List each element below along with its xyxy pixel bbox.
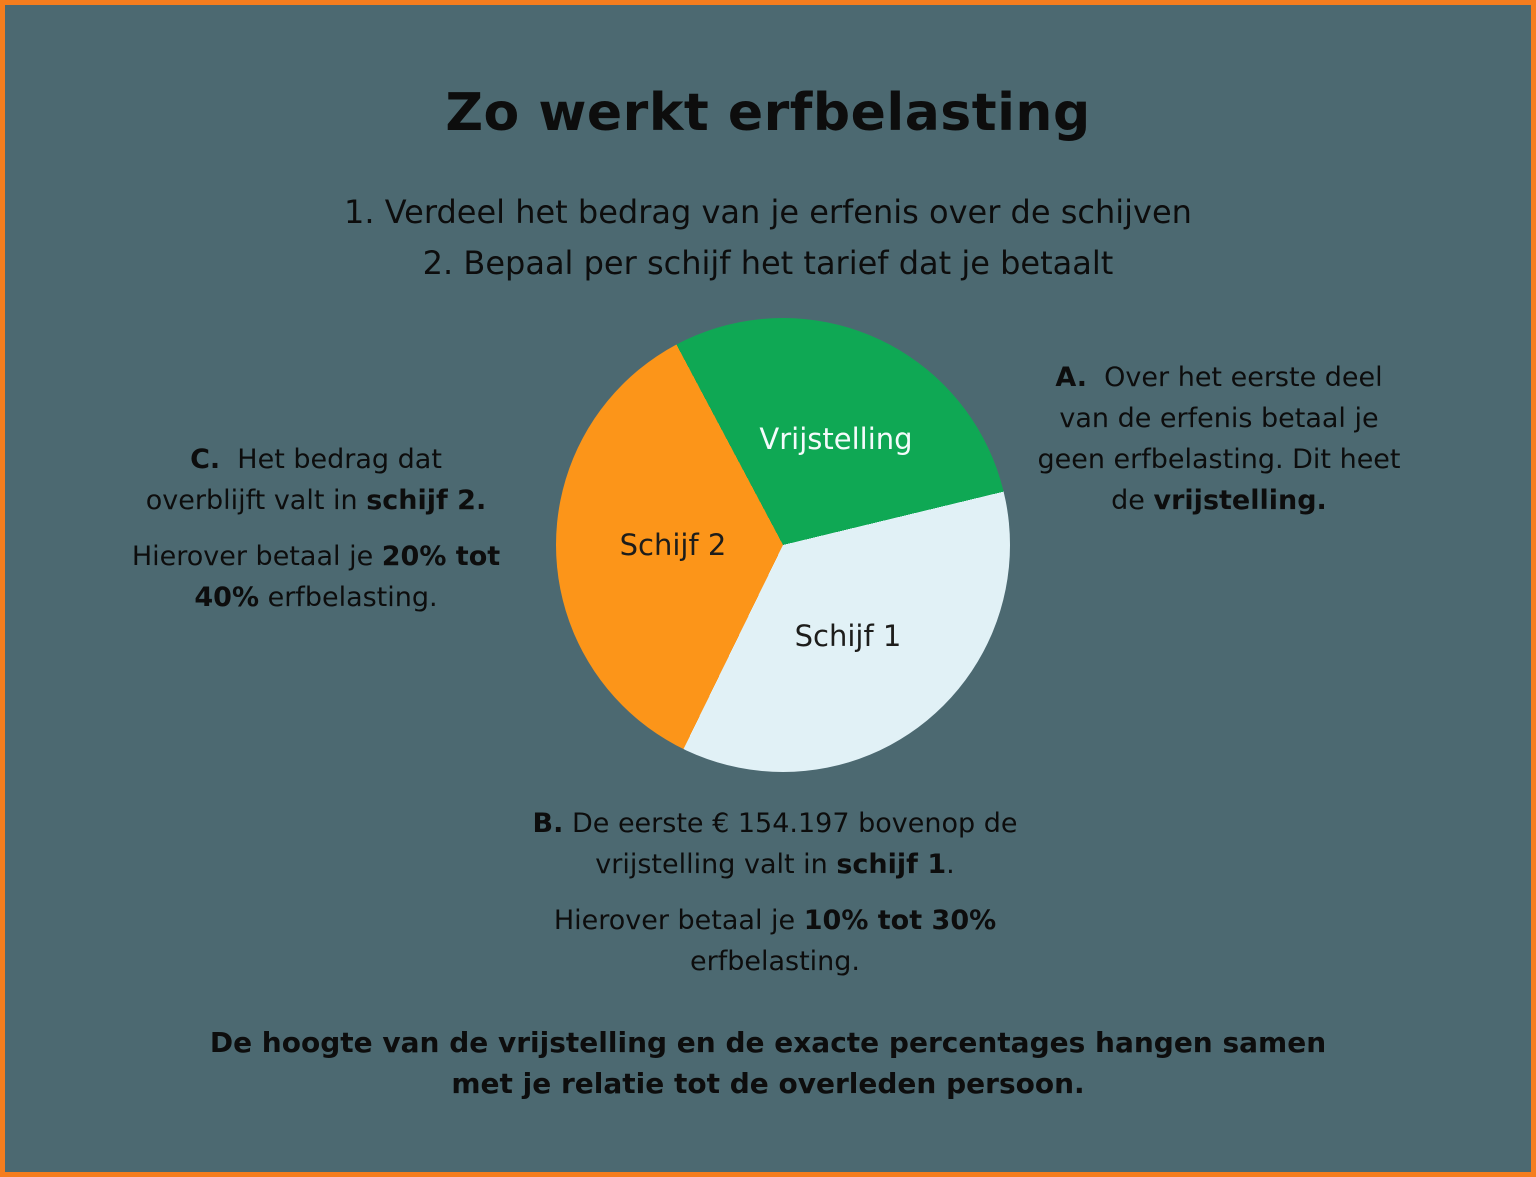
annotation-c-line-3: Hierover betaal je 20% tot [131, 541, 501, 572]
annotation-a-line-2: van de erfenis betaal je [1059, 403, 1379, 434]
pie-label-vrijstelling: Vrijstelling [759, 422, 913, 456]
step-item-1: 1. Verdeel het bedrag van je erfenis ove… [344, 193, 1192, 231]
annotation-a-line-3: geen erfbelasting. Dit heet [1037, 444, 1401, 475]
footer-line-2: met je relatie tot de overleden persoon. [451, 1067, 1085, 1100]
annotation-c-line-4: 40% erfbelasting. [194, 582, 438, 613]
footer-note: De hoogte van de vrijstelling en de exac… [5, 1022, 1531, 1104]
annotation-b-paragraph-2: Hierover betaal je 10% tot 30% erfbelast… [515, 900, 1035, 982]
pie-chart: Vrijstelling Schijf 2 Schijf 1 [556, 318, 1010, 772]
footer-line-1: De hoogte van de vrijstelling en de exac… [209, 1026, 1327, 1059]
annotation-c-paragraph-2: Hierover betaal je 20% tot 40% erfbelast… [116, 536, 516, 618]
annotation-c: C. Het bedrag dat overblijft valt in sch… [116, 439, 516, 618]
annotation-b: B. De eerste € 154.197 bovenop de vrijst… [515, 803, 1035, 982]
annotation-b-line-2: vrijstelling valt in schijf 1. [595, 849, 955, 880]
step-item-2: 2. Bepaal per schijf het tarief dat je b… [422, 244, 1114, 282]
annotation-b-line-1: B. De eerste € 154.197 bovenop de [532, 808, 1018, 839]
annotation-b-line-3: Hierover betaal je 10% tot 30% [553, 905, 997, 936]
annotation-c-line-1: C. Het bedrag dat [190, 444, 442, 475]
pie-label-schijf1: Schijf 1 [794, 619, 902, 653]
pie-label-schijf2: Schijf 2 [619, 528, 727, 562]
annotation-a-line-1: A. Over het eerste deel [1055, 362, 1383, 393]
annotation-b-paragraph-1: B. De eerste € 154.197 bovenop de vrijst… [515, 803, 1035, 885]
page-title: Zo werkt erfbelasting [445, 83, 1091, 143]
annotation-a-line-4: de vrijstelling. [1111, 485, 1327, 516]
step-list: 1. Verdeel het bedrag van je erfenis ove… [5, 187, 1531, 289]
annotation-c-paragraph-1: C. Het bedrag dat overblijft valt in sch… [116, 439, 516, 521]
annotation-c-line-2: overblijft valt in schijf 2. [145, 485, 487, 516]
annotation-a: A. Over het eerste deel van de erfenis b… [1019, 357, 1419, 521]
annotation-b-line-4: erfbelasting. [689, 946, 860, 977]
